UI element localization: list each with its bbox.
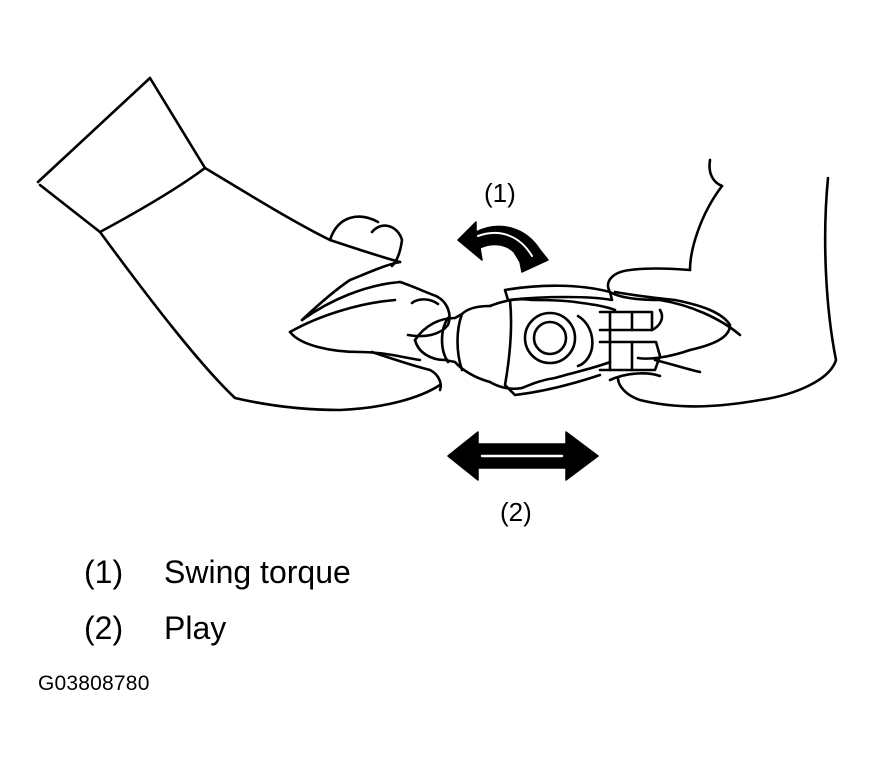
left-hand [36, 76, 451, 412]
right-hand [606, 158, 838, 408]
legend-item-swing-torque: (1) Swing torque [84, 552, 351, 592]
callout-swing-label: (1) [484, 178, 516, 208]
figure-code: G03808780 [38, 672, 150, 695]
legend-item-play: (2) Play [84, 608, 226, 648]
play-arrow [447, 431, 599, 481]
swing-arrow [457, 221, 549, 273]
universal-joint [413, 284, 664, 397]
legend-number: (2) [84, 610, 124, 646]
legend-text: Play [164, 610, 227, 646]
callout-play-label: (2) [500, 497, 532, 527]
legend-number: (1) [84, 554, 124, 590]
legend-text: Swing torque [164, 554, 351, 590]
